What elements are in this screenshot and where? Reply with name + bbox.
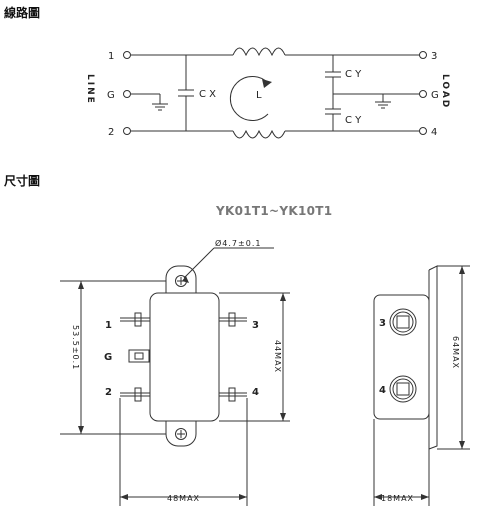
cy-top-capacitor-label: C Y bbox=[345, 69, 362, 80]
terminal-2-marker bbox=[123, 127, 131, 135]
pin-1-label: 1 bbox=[108, 51, 114, 62]
mount-pitch-label: 53.5±0.1 bbox=[71, 325, 80, 370]
front-pin-2-label: 2 bbox=[105, 387, 112, 398]
line-side-label: LINE bbox=[85, 74, 95, 105]
side-view-flange bbox=[428, 265, 438, 450]
front-pin-4-label: 4 bbox=[252, 387, 259, 398]
cx-capacitor-label: C X bbox=[199, 89, 216, 100]
pin-4-label: 4 bbox=[431, 127, 437, 138]
overall-height-label: 64MAX bbox=[451, 336, 460, 369]
depth-label: 18MAX bbox=[381, 494, 414, 503]
pin-g-right-label: G bbox=[431, 90, 439, 101]
pin-2-label: 2 bbox=[108, 127, 114, 138]
front-pin-3-label: 3 bbox=[252, 320, 259, 331]
terminal-g-right-marker bbox=[419, 90, 427, 98]
hole-diameter-label: Ø4.7±0.1 bbox=[215, 238, 261, 248]
wiring-schematic: 1 G 2 3 G 4 C X C Y C Y L LINE LOAD bbox=[85, 47, 450, 139]
body-height-label: 44MAX bbox=[273, 340, 282, 373]
front-pin-g-label: G bbox=[104, 352, 112, 363]
dimension-drawing-heading: 尺寸圖 bbox=[4, 174, 41, 188]
pin-3-label: 3 bbox=[431, 51, 437, 62]
front-pin-1-label: 1 bbox=[105, 320, 112, 331]
filter-body bbox=[149, 292, 220, 422]
width-label: 48MAX bbox=[167, 494, 200, 503]
terminal-g-left-marker bbox=[123, 90, 131, 98]
bottom-mount-hole bbox=[175, 428, 187, 440]
side-terminal-4 bbox=[389, 375, 417, 403]
terminal-3-marker bbox=[419, 51, 427, 59]
load-side-label: LOAD bbox=[440, 74, 450, 109]
cy-bottom-capacitor-label: C Y bbox=[345, 115, 362, 126]
side-pin-3-label: 3 bbox=[379, 318, 386, 329]
inductor-label: L bbox=[256, 90, 262, 101]
terminal-1-marker bbox=[123, 51, 131, 59]
side-view-body bbox=[373, 294, 430, 420]
pin-g-left-label: G bbox=[107, 90, 115, 101]
terminal-4-marker bbox=[419, 127, 427, 135]
wiring-diagram-heading: 線路圖 bbox=[4, 6, 41, 20]
side-pin-4-label: 4 bbox=[379, 385, 386, 396]
model-range-title: YK01T1~YK10T1 bbox=[216, 204, 333, 218]
side-terminal-3 bbox=[389, 308, 417, 336]
